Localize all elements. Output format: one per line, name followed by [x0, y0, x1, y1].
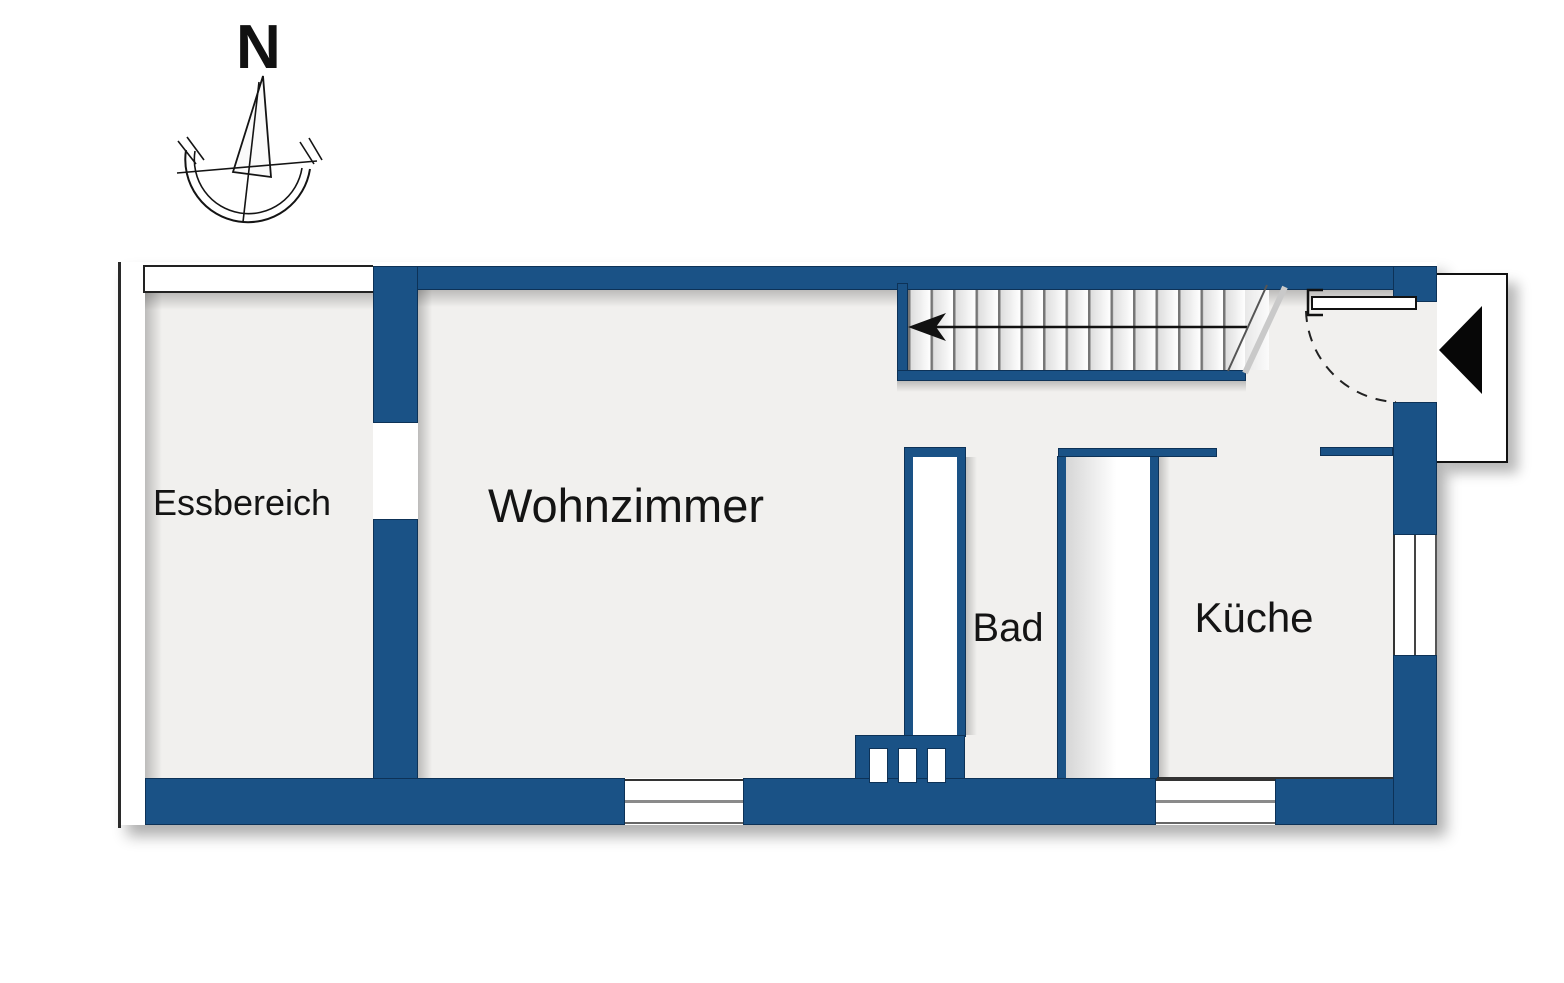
- bottom-window-wohnzimmer: [625, 779, 743, 824]
- partition-essbereich-upper: [373, 266, 418, 423]
- compass-north-icon: [176, 75, 323, 224]
- window-glass-line: [1156, 800, 1275, 803]
- left-window-line: [118, 262, 121, 828]
- floor-door-recess: [1393, 302, 1437, 405]
- room-label-wohnzimmer: Wohnzimmer: [488, 479, 764, 532]
- vent-opening-1: [869, 748, 888, 783]
- shaft-top-cap: [1058, 448, 1217, 457]
- bad-partition-wall: [905, 448, 965, 736]
- bottom-wall-left: [145, 778, 625, 825]
- vent-opening-3: [927, 748, 946, 783]
- top-window-band: [143, 265, 373, 293]
- installation-shaft: [1058, 457, 1158, 778]
- shadow-under-stair-rail: [897, 381, 1246, 392]
- staircase-treads: [908, 290, 1245, 370]
- right-window: [1393, 535, 1437, 655]
- room-label-bad: Bad: [972, 606, 1044, 650]
- window-glass-line: [625, 800, 743, 803]
- right-wall-lower: [1393, 655, 1437, 825]
- shadow-right-of-bad-wall: [965, 457, 977, 735]
- shadow-under-top-window: [145, 293, 373, 310]
- stair-enclosure-rail: [897, 370, 1246, 381]
- kueche-floor-edge-line: [1157, 777, 1393, 779]
- shadow-right-of-partition: [418, 290, 432, 778]
- floor-essbereich: [145, 292, 373, 778]
- stair-enclosure-left-wall: [897, 283, 908, 381]
- entrance-porch: [1437, 273, 1508, 463]
- bottom-wall-center: [743, 778, 1156, 825]
- bad-vented-low-wall: [855, 735, 965, 783]
- partition-essbereich-lower: [373, 519, 418, 780]
- room-label-kueche: Küche: [1194, 594, 1314, 641]
- compass-label: N: [236, 13, 281, 82]
- top-right-wall-block: [1393, 266, 1437, 302]
- window-glass-line: [1414, 535, 1416, 655]
- vent-opening-2: [898, 748, 917, 783]
- bottom-window-kueche: [1156, 779, 1275, 824]
- right-wall-upper: [1393, 402, 1437, 535]
- shadow-left-window: [145, 293, 162, 778]
- room-label-essbereich: Essbereich: [152, 482, 332, 523]
- kueche-top-wall-stub: [1320, 447, 1393, 456]
- staircase-winder-area: [1245, 290, 1269, 370]
- shadow-kueche-left: [1158, 457, 1170, 777]
